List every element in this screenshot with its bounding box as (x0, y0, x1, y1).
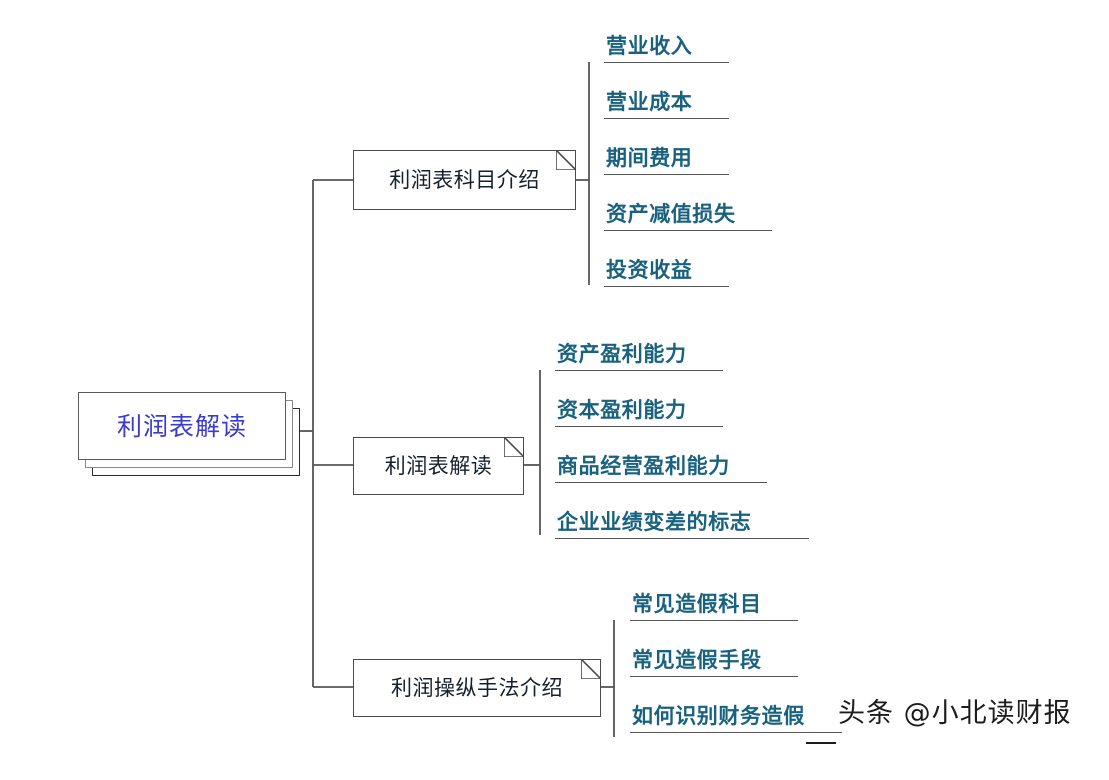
leaf-node-label: 常见造假手段 (632, 648, 762, 672)
leaf-node[interactable]: 如何识别财务造假 (630, 696, 842, 733)
leaf-underline (630, 732, 842, 733)
folded-corner-icon (581, 659, 601, 679)
leaf-node-label: 资本盈利能力 (557, 398, 687, 422)
leaf-node[interactable]: 资产减值损失 (604, 194, 772, 231)
branch-node-2[interactable]: 利润表解读 (353, 437, 524, 495)
leaf-node[interactable]: 商品经营盈利能力 (555, 446, 767, 483)
leaf-node[interactable]: 营业收入 (604, 26, 729, 63)
leaf-underline (604, 230, 772, 231)
leaf-node[interactable]: 营业成本 (604, 82, 729, 119)
leaf-node[interactable]: 投资收益 (604, 250, 729, 287)
leaf-underline (604, 286, 729, 287)
leaf-node-label: 营业成本 (606, 90, 693, 114)
leaf-underline (630, 620, 798, 621)
leaf-node[interactable]: 常见造假科目 (630, 584, 798, 621)
leaf-node-label: 企业业绩变差的标志 (557, 510, 752, 534)
leaf-underline (604, 174, 729, 175)
leaf-node-label: 资产盈利能力 (557, 342, 687, 366)
branch-node-1[interactable]: 利润表科目介绍 (353, 150, 576, 210)
leaf-underline (555, 482, 767, 483)
leaf-node-label: 常见造假科目 (632, 592, 762, 616)
leaf-node[interactable]: 期间费用 (604, 138, 729, 175)
leaf-node-label: 商品经营盈利能力 (557, 454, 730, 478)
leaf-node[interactable]: 常见造假手段 (630, 640, 798, 677)
folded-corner-icon (556, 150, 576, 170)
leaf-node-label: 投资收益 (606, 258, 693, 282)
watermark-text: 头条 @小北读财报 (838, 698, 1072, 729)
leaf-node-label: 期间费用 (606, 146, 693, 170)
branch-node-2-label: 利润表解读 (384, 453, 493, 478)
branch-node-3[interactable]: 利润操纵手法介绍 (353, 659, 601, 717)
leaf-underline (555, 370, 723, 371)
leaf-underline (604, 62, 729, 63)
leaf-node-label: 营业收入 (606, 34, 693, 58)
leaf-node[interactable]: 资本盈利能力 (555, 390, 723, 427)
leaf-node[interactable]: 资产盈利能力 (555, 334, 723, 371)
folded-corner-icon (504, 437, 524, 457)
branch-node-3-label: 利润操纵手法介绍 (391, 675, 563, 700)
leaf-node[interactable]: 企业业绩变差的标志 (555, 502, 809, 539)
leaf-underline (555, 538, 809, 539)
leaf-node-label: 资产减值损失 (606, 202, 736, 226)
leaf-underline (604, 118, 729, 119)
root-node-label: 利润表解读 (116, 411, 247, 441)
branch-node-1-label: 利润表科目介绍 (389, 167, 540, 192)
watermark-dash (806, 742, 836, 744)
leaf-underline (555, 426, 723, 427)
leaf-underline (630, 676, 798, 677)
leaf-node-label: 如何识别财务造假 (632, 704, 805, 728)
root-node-card[interactable]: 利润表解读 (78, 392, 286, 460)
